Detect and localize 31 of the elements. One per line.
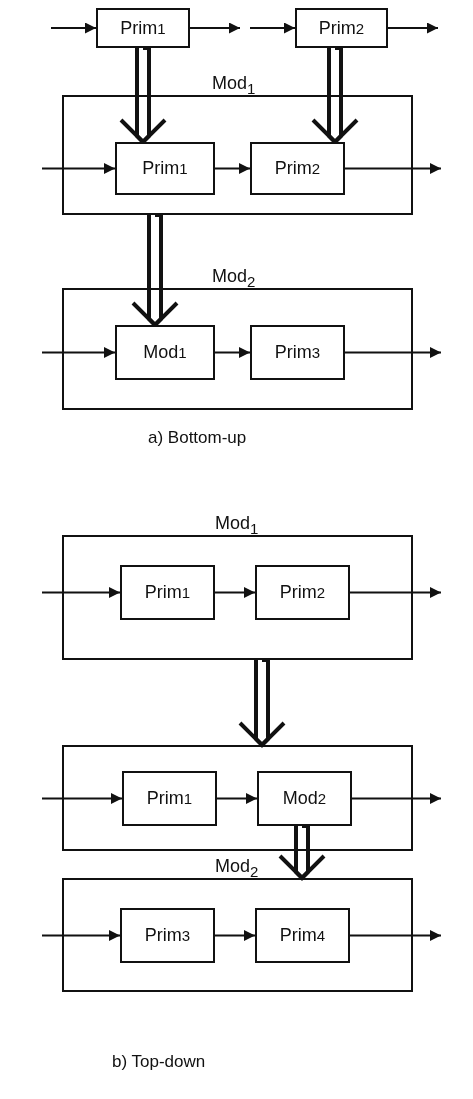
module-label: Mod$_{1}$: [212, 73, 256, 99]
arrow: [41, 163, 116, 174]
arrow: [41, 587, 121, 598]
subfigure-caption: a) Bottom-up: [148, 428, 247, 448]
arrow: [214, 163, 251, 174]
arrow: [189, 22, 241, 34]
double-line-arrow: [119, 46, 167, 145]
arrow: [344, 163, 442, 174]
arrow: [41, 347, 116, 358]
module-frame: [62, 745, 413, 851]
arrow: [41, 930, 121, 941]
arrow: [351, 793, 442, 804]
arrow: [214, 930, 256, 941]
arrow: [50, 22, 97, 34]
double-line-arrow: [278, 824, 326, 881]
double-line-arrow: [131, 213, 179, 328]
module-label: Mod$_{2}$: [212, 266, 256, 292]
arrow: [41, 793, 123, 804]
double-line-arrow: [238, 658, 286, 748]
arrow: [249, 22, 296, 34]
arrow: [214, 347, 251, 358]
double-line-arrow: [311, 46, 359, 145]
module-label: Mod$_{2}$: [215, 856, 259, 882]
arrow: [214, 587, 256, 598]
arrow: [387, 22, 439, 34]
arrow: [216, 793, 258, 804]
module-label: Mod$_{1}$: [215, 513, 259, 539]
arrow: [344, 347, 442, 358]
subfigure-caption: b) Top-down: [112, 1052, 206, 1072]
arrow: [349, 930, 442, 941]
arrow: [349, 587, 442, 598]
